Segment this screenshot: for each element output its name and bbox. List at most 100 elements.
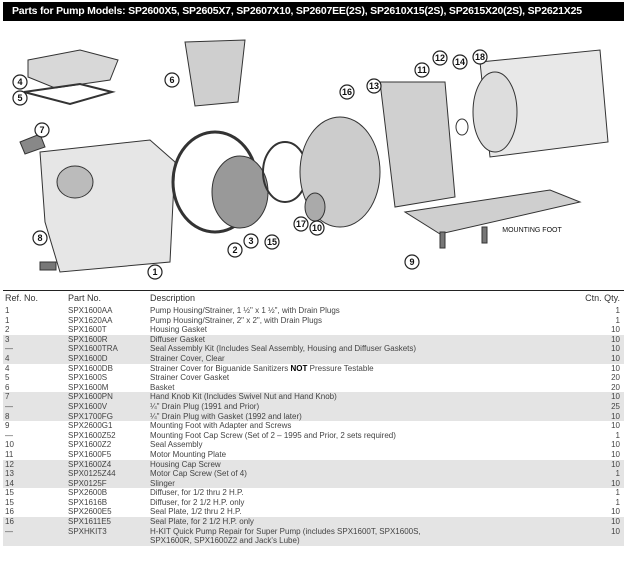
description: Seal Plate, 1/2 thru 2 H.P.	[150, 507, 242, 517]
ref-no: 16	[5, 517, 14, 527]
ctn-qty: 20	[611, 373, 620, 383]
ctn-qty: 1	[615, 497, 620, 507]
description: Strainer Cover for Biguanide Sanitizers …	[150, 363, 374, 373]
header-desc: Description	[150, 293, 196, 303]
strainer-cover	[27, 49, 119, 89]
part-no: SPX1600T	[68, 325, 107, 335]
svg-text:9: 9	[409, 257, 414, 267]
description: Housing Gasket	[150, 325, 207, 335]
description: Seal Assembly	[150, 440, 203, 450]
ref-no: 16	[5, 507, 14, 517]
pump-housing	[39, 139, 176, 273]
basket	[184, 39, 246, 107]
table-row: — SPX1600Z52 Mounting Foot Cap Screw (Se…	[3, 431, 624, 441]
svg-text:10: 10	[312, 223, 322, 233]
header-ref: Ref. No.	[5, 293, 39, 303]
mounting-foot-label: MOUNTING FOOT	[502, 227, 562, 234]
part-no: SPX1600S	[68, 373, 108, 383]
ctn-qty: 10	[611, 459, 620, 469]
part-no: SPX1600F5	[68, 449, 112, 459]
svg-text:3: 3	[248, 236, 253, 246]
svg-text:1: 1	[152, 267, 157, 277]
svg-text:18: 18	[475, 52, 485, 62]
ctn-qty: 10	[611, 411, 620, 421]
svg-text:8: 8	[37, 233, 42, 243]
svg-text:11: 11	[417, 65, 427, 75]
ctn-qty: 25	[611, 401, 620, 411]
table-row: 14 SPX0125F Slinger 10	[3, 478, 624, 489]
exploded-parts-diagram: 1 2 3 4 5 6 7 8 9 10 11 12 13 14 15 16 1…	[12, 39, 609, 280]
part-no: SPX1600TRA	[68, 344, 118, 354]
ctn-qty: 10	[611, 440, 620, 450]
ctn-qty: 1	[615, 469, 620, 479]
motor-mounting-plate	[379, 81, 456, 208]
svg-text:12: 12	[435, 53, 445, 63]
table-row: 8 SPX1700FG ¼" Drain Plug with Gasket (1…	[3, 411, 624, 422]
svg-text:5: 5	[17, 93, 22, 103]
header-part: Part No.	[68, 293, 102, 303]
ref-no: 11	[5, 449, 14, 459]
description: Pump Housing/Strainer, 1 ½" x 1 ½", with…	[150, 306, 340, 315]
description: Seal Assembly Kit (Includes Seal Assembl…	[150, 344, 417, 354]
part-no: SPX2600B	[68, 488, 108, 498]
table-row: — SPXHKIT3 H-KIT Quick Pump Repair for S…	[3, 526, 624, 546]
svg-text:16: 16	[342, 87, 352, 97]
slinger	[455, 118, 469, 136]
table-row: 9 SPX2600G1 Mounting Foot with Adapter a…	[3, 421, 624, 431]
ref-no: 6	[5, 382, 10, 392]
description: Diffuser, for 2 1/2 H.P. only	[150, 497, 245, 507]
part-no: SPX2600G1	[68, 421, 113, 431]
ctn-qty: 10	[611, 478, 620, 488]
ref-no: 7	[5, 392, 10, 402]
svg-text:17: 17	[296, 219, 306, 229]
motor-face	[472, 71, 518, 153]
description: Basket	[150, 382, 175, 392]
hand-knob	[19, 133, 46, 155]
ref-no: 4	[5, 363, 10, 373]
ref-no: 1	[5, 306, 10, 315]
part-no: SPX2600E5	[68, 507, 112, 517]
part-no: SPX1611E5	[68, 517, 111, 527]
ctn-qty: 1	[615, 306, 620, 315]
ctn-qty: 10	[611, 421, 620, 431]
ref-no: —	[5, 401, 13, 411]
parts-table: Ref. No. Part No. Description Ctn. Qty. …	[3, 290, 624, 546]
description: Strainer Cover, Clear	[150, 353, 225, 363]
ctn-qty: 10	[611, 344, 620, 354]
svg-text:4: 4	[17, 77, 22, 87]
table-row: 16 SPX2600E5 Seal Plate, 1/2 thru 2 H.P.…	[3, 507, 624, 517]
svg-text:15: 15	[267, 237, 277, 247]
part-no: SPX0125Z44	[68, 469, 116, 479]
ref-no: 15	[5, 497, 14, 507]
part-no: SPX1600R	[68, 334, 108, 344]
description: ¼" Drain Plug with Gasket (1992 and late…	[150, 411, 302, 421]
page-title: Parts for Pump Models: SP2600X5, SP2605X…	[3, 2, 624, 21]
cover-gasket	[23, 82, 116, 106]
mounting-foot	[403, 189, 582, 235]
part-no: SPX1700FG	[68, 411, 113, 421]
ref-no: 3	[5, 334, 10, 344]
ctn-qty: 10	[611, 334, 620, 344]
ref-no: 15	[5, 488, 14, 498]
table-row: 15 SPX2600B Diffuser, for 1/2 thru 2 H.P…	[3, 488, 624, 498]
header-qty: Ctn. Qty.	[585, 293, 620, 303]
ctn-qty: 10	[611, 353, 620, 363]
part-no: SPX1600D	[68, 353, 108, 363]
description: ¼" Drain Plug (1991 and Prior)	[150, 401, 260, 411]
part-no: SPX1616B	[68, 497, 108, 507]
ref-no: —	[5, 526, 13, 536]
table-row: — SPX1600TRA Seal Assembly Kit (Includes…	[3, 344, 624, 354]
table-row: 1 SPX1600AA Pump Housing/Strainer, 1 ½" …	[3, 306, 624, 316]
part-no: SPX1600M	[68, 382, 109, 392]
part-no: SPX1600PN	[68, 392, 113, 402]
table-row: 7 SPX1600PN Hand Knob Kit (Includes Swiv…	[3, 392, 624, 402]
table-row: 4 SPX1600DB Strainer Cover for Biguanide…	[3, 364, 624, 374]
part-no: SPX1600DB	[68, 363, 113, 373]
svg-text:6: 6	[169, 75, 174, 85]
drain-plug	[39, 261, 57, 271]
ctn-qty: 10	[611, 363, 620, 373]
table-row: 11 SPX1600F5 Motor Mounting Plate 10	[3, 450, 624, 460]
description: H-KIT Quick Pump Repair for Super Pump (…	[150, 526, 421, 546]
table-row: 10 SPX1600Z2 Seal Assembly 10	[3, 440, 624, 450]
ctn-qty: 10	[611, 526, 620, 536]
